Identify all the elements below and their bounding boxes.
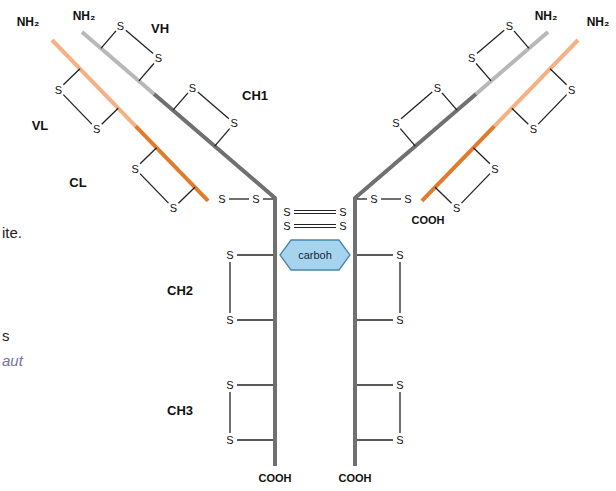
sulfur-atom: S — [396, 315, 403, 326]
carbohydrate-label: carboh — [279, 250, 351, 261]
sulfur-atom: S — [226, 250, 233, 261]
cropped-text: s — [2, 328, 10, 343]
c-terminus: COOH — [259, 473, 292, 484]
sulfur-atom: S — [392, 118, 399, 129]
sulfur-atom: S — [568, 84, 575, 95]
sulfur-atom: S — [226, 380, 233, 391]
sulfur-atom: S — [252, 194, 259, 205]
region-label: VL — [32, 119, 49, 132]
sulfur-atom: S — [396, 250, 403, 261]
sulfur-atom: S — [155, 53, 162, 64]
sulfur-atom: S — [231, 118, 238, 129]
sulfur-atom: S — [55, 84, 62, 95]
n-terminus: NH₂ — [73, 10, 96, 22]
sulfur-atom: S — [506, 20, 513, 31]
cropped-text: ite. — [2, 225, 22, 240]
sulfur-atom: S — [339, 221, 346, 232]
c-terminus: COOH — [412, 215, 445, 226]
n-terminus: NH₂ — [587, 16, 610, 28]
sulfur-atom: S — [283, 207, 290, 218]
hexagon-shape — [280, 240, 350, 270]
right-half — [355, 30, 578, 466]
hinge-bridges — [294, 211, 336, 228]
n-terminus: NH₂ — [17, 16, 40, 28]
sulfur-atom: S — [434, 82, 441, 93]
sulfur-atom: S — [226, 435, 233, 446]
sulfur-atom: S — [396, 435, 403, 446]
sulfur-atom: S — [189, 82, 196, 93]
sulfur-atom: S — [468, 53, 475, 64]
c-terminus: COOH — [339, 473, 372, 484]
sulfur-atom: S — [339, 207, 346, 218]
sulfur-atom: S — [370, 194, 377, 205]
carbohydrate-hexagon: carboh — [279, 239, 351, 271]
region-label: CH2 — [167, 284, 193, 297]
sulfur-atom: S — [283, 221, 290, 232]
n-terminus: NH₂ — [535, 10, 558, 22]
sulfur-atom: S — [530, 124, 537, 135]
sulfur-atom: S — [218, 194, 225, 205]
sulfur-atom: S — [491, 163, 498, 174]
sulfur-atom: S — [170, 203, 177, 214]
sulfur-atom: S — [131, 163, 138, 174]
region-label: CH1 — [242, 89, 268, 102]
sulfur-atom: S — [226, 315, 233, 326]
cropped-text: aut — [2, 353, 23, 368]
sulfur-atom: S — [404, 194, 411, 205]
region-label: VH — [151, 22, 169, 35]
sulfur-atom: S — [453, 203, 460, 214]
region-label: CH3 — [167, 404, 193, 417]
region-label: CL — [69, 176, 86, 189]
sulfur-atom: S — [93, 124, 100, 135]
sulfur-atom: S — [117, 20, 124, 31]
sulfur-atom: S — [396, 380, 403, 391]
left-half — [52, 30, 275, 466]
